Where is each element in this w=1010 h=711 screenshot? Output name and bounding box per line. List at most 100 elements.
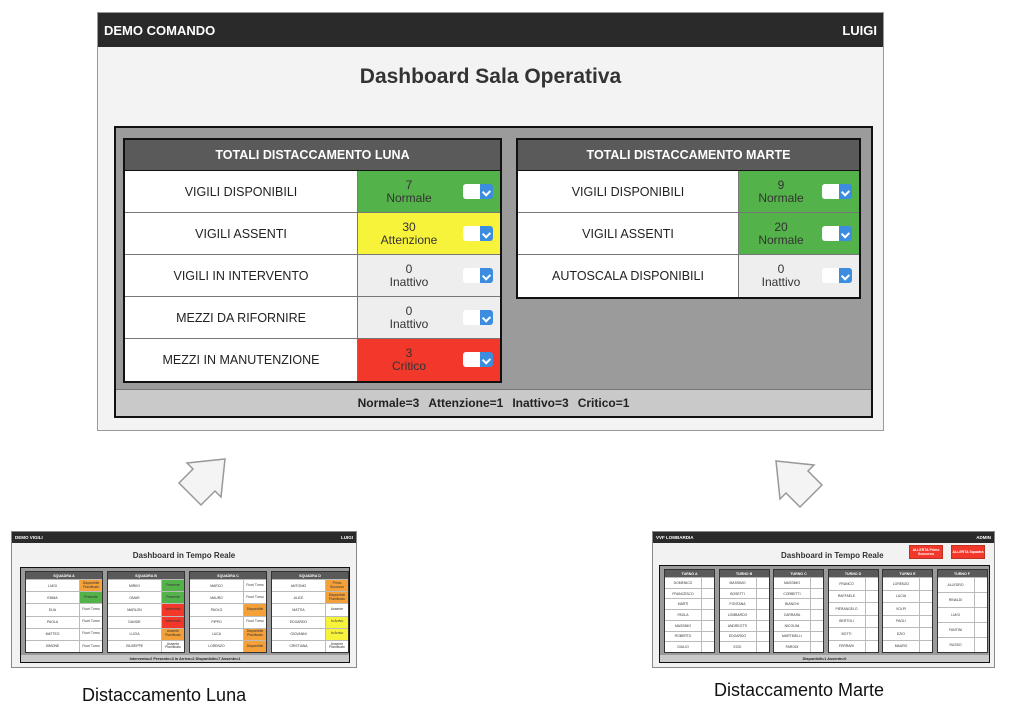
- member-row[interactable]: ANDREOTTI: [719, 619, 769, 631]
- member-row[interactable]: FRANCO: [828, 577, 878, 590]
- user-name[interactable]: LUIGI: [842, 22, 877, 38]
- member-row[interactable]: FERRARI: [828, 639, 878, 652]
- member-row[interactable]: RINALDI: [937, 592, 987, 607]
- member-row[interactable]: CARRARA: [774, 609, 823, 620]
- member-row[interactable]: ROBERTO: [665, 630, 714, 642]
- member-name: PAOLO: [190, 604, 244, 616]
- alert-first-aid-button[interactable]: ALLERTA Primo Soccorso: [909, 545, 943, 559]
- member-name: OMAR: [108, 592, 162, 604]
- member-row[interactable]: MARTI: [665, 598, 714, 610]
- member-row[interactable]: FONTANA: [719, 598, 769, 610]
- member-row[interactable]: MARTINELLI: [774, 630, 823, 642]
- member-row[interactable]: MAURO: [883, 639, 932, 652]
- member-row[interactable]: LUCIA: [883, 589, 932, 602]
- member-row[interactable]: RAFFAELE: [828, 589, 878, 602]
- member-row[interactable]: PAOLI: [883, 614, 932, 627]
- toggle-track: [463, 184, 480, 199]
- toggle-switch[interactable]: [463, 268, 493, 283]
- member-name: DAVIDE: [108, 616, 162, 628]
- toggle-switch[interactable]: [822, 268, 852, 283]
- member-row[interactable]: ALLEGRO: [937, 577, 987, 592]
- turn-header: TURNO F: [937, 570, 987, 577]
- member-name: RUSSO: [938, 638, 975, 652]
- toggle-switch[interactable]: [822, 226, 852, 241]
- toggle-switch[interactable]: [463, 184, 493, 199]
- member-row[interactable]: MASSIMO: [719, 577, 769, 588]
- alert-squad-button[interactable]: ALLERTA Squadra: [951, 545, 985, 559]
- member-row[interactable]: EZIO: [719, 641, 769, 653]
- member-row[interactable]: MASSIMO: [774, 577, 823, 588]
- member-row[interactable]: FRANCESCO: [665, 587, 714, 599]
- member-row[interactable]: LUIGI: [937, 607, 987, 622]
- member-row[interactable]: DOMENICO: [665, 577, 714, 588]
- summary-item: Attenzione=1: [428, 396, 504, 410]
- luna-dashboard-thumbnail[interactable]: DEMO VIGILI LUIGI Dashboard in Tempo Rea…: [11, 531, 357, 668]
- member-state: [811, 642, 823, 653]
- marte-dashboard-thumbnail[interactable]: VVF LOMBARDIA ADMIN Dashboard in Tempo R…: [652, 531, 995, 668]
- member-row[interactable]: EZIO: [883, 627, 932, 640]
- checkmark-icon: [839, 184, 852, 199]
- member-row[interactable]: BOTTI: [828, 627, 878, 640]
- member-state: [702, 620, 714, 631]
- member-row[interactable]: BOSETTI: [719, 587, 769, 599]
- member-name: LUCIA: [108, 628, 162, 640]
- member-row[interactable]: GIULIO: [665, 641, 714, 653]
- member-name: MASSIMO: [665, 620, 702, 631]
- toggle-switch[interactable]: [463, 226, 493, 241]
- member-state: Assente: [326, 604, 348, 616]
- member-name: MARTI: [665, 599, 702, 610]
- member-row[interactable]: BERTOLI: [828, 614, 878, 627]
- member-row[interactable]: LORENZO: [883, 577, 932, 590]
- toggle-switch[interactable]: [463, 310, 493, 325]
- member-name: MARCO: [190, 580, 244, 592]
- page-title: Dashboard Sala Operativa: [359, 65, 622, 88]
- member-row[interactable]: BIANCHI: [774, 598, 823, 610]
- app-title[interactable]: DEMO COMANDO: [104, 22, 216, 38]
- summary-item: Inattivo=3: [512, 396, 569, 410]
- member-row[interactable]: NICOLINI: [774, 619, 823, 631]
- toggle-switch[interactable]: [822, 184, 852, 199]
- member-row[interactable]: PIERANGELO: [828, 602, 878, 615]
- member-row[interactable]: PARODI: [774, 641, 823, 653]
- toggle-switch[interactable]: [463, 352, 493, 367]
- member-name: LUIGI: [26, 580, 80, 592]
- member-row[interactable]: FANTINI: [937, 622, 987, 637]
- arrow-up-right-icon: [177, 458, 226, 507]
- turn-header: TURNO B: [719, 570, 769, 577]
- member-row[interactable]: LOMBARDO: [719, 609, 769, 620]
- member-row[interactable]: RUSSO: [937, 637, 987, 652]
- member-name: ANDREOTTI: [720, 620, 757, 631]
- member-row[interactable]: EDOARDO: [719, 630, 769, 642]
- member-row[interactable]: MASSIMO: [665, 619, 714, 631]
- member-row[interactable]: VOLPI: [883, 602, 932, 615]
- checkmark-icon: [839, 268, 852, 283]
- member-row[interactable]: CORBETTI: [774, 587, 823, 599]
- member-row[interactable]: PAOLA: [665, 609, 714, 620]
